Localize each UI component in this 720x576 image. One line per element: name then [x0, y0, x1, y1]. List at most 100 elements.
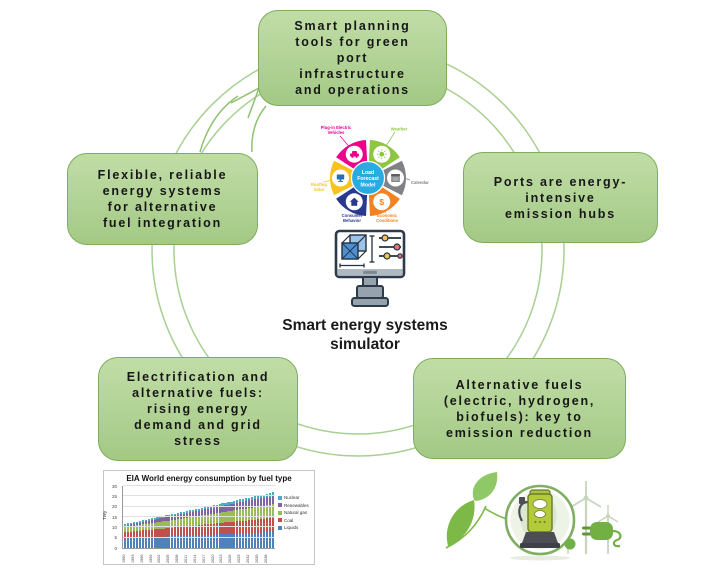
x-tick-label [250, 549, 252, 563]
bar-segment [224, 505, 227, 512]
bar-segment [124, 532, 127, 539]
bar-segment [206, 506, 209, 509]
sliders-icon [379, 234, 403, 260]
bar-segment [218, 523, 221, 535]
x-tick-label [135, 549, 137, 563]
bar-segment [256, 532, 260, 548]
bar-segment [262, 497, 265, 506]
gridline [123, 536, 275, 538]
bar-segment [233, 510, 236, 522]
bar-segment [141, 524, 144, 531]
bar-segment [212, 513, 215, 524]
bar-segment [218, 512, 221, 524]
bar-segment [230, 504, 233, 512]
stacked-bar [230, 501, 233, 548]
bar-segment [124, 527, 127, 533]
bar-segment [156, 517, 159, 520]
bar-segment [245, 508, 248, 521]
bar-segment [259, 495, 263, 499]
stacked-bar [203, 507, 206, 548]
bar-segment [168, 527, 171, 537]
bar-segment [239, 509, 242, 521]
bar-segment [129, 531, 133, 539]
bar-segment [203, 507, 206, 510]
bar-segment [144, 519, 147, 522]
cube-3d-icon [341, 234, 367, 260]
segment-label: Behavior [343, 218, 361, 223]
bar-segment [174, 513, 177, 516]
bar-segment [233, 533, 236, 548]
bar-segment [132, 523, 136, 527]
stacked-bar [126, 523, 130, 548]
stacked-bar [209, 505, 212, 548]
bar-segment [206, 514, 209, 525]
x-tick-label [126, 549, 128, 563]
x-tick-label: 1993 [130, 554, 135, 563]
bar-segment [197, 525, 201, 536]
bar-segment [150, 520, 153, 524]
bar-segment [212, 523, 215, 535]
flow-arrowhead-icon [230, 86, 261, 119]
bar-segment [236, 533, 239, 548]
bar-segment [236, 500, 239, 503]
x-tick-label [259, 549, 261, 563]
stacked-bar [162, 515, 165, 548]
bar-segment [147, 530, 150, 538]
load-model-title-line: Model [361, 182, 377, 188]
bar-segment [147, 519, 150, 521]
stacked-bar [171, 514, 174, 548]
bar-segment [265, 532, 268, 548]
bar-segment [186, 535, 189, 548]
plug-icon [582, 522, 622, 548]
bar-segment [147, 520, 150, 524]
bar-segment [242, 508, 245, 521]
bar-segment [174, 515, 177, 520]
bar-segment [194, 516, 198, 526]
stacked-bar [262, 494, 265, 548]
simulator-caption: Smart energy systems simulator [282, 317, 448, 353]
bar-segment [250, 507, 254, 520]
bar-segment [200, 524, 203, 535]
bar-segment [227, 522, 230, 534]
bar-segment [242, 533, 245, 548]
bar-segment [132, 522, 136, 524]
stacked-bar [265, 493, 268, 548]
bar-segment [271, 492, 274, 496]
box-flexible-energy-systems: Flexible, reliable energy systems for al… [67, 153, 258, 245]
legend-swatch [278, 518, 282, 522]
bar-segment [253, 499, 257, 508]
bar-segment [212, 507, 215, 514]
simulator-monitor-icon [334, 229, 406, 307]
bar-segment [230, 501, 233, 505]
bar-segment [183, 513, 186, 519]
bar-segment [268, 493, 271, 497]
legend-swatch [278, 495, 282, 500]
bar-segment [194, 535, 198, 548]
bar-segment [250, 496, 254, 500]
bar-segment [259, 498, 263, 507]
bar-segment [191, 516, 195, 526]
bar-segment [245, 501, 248, 509]
bar-segment [224, 502, 227, 506]
bar-segment [215, 513, 218, 524]
legend-item: Liquids [278, 525, 314, 530]
bar-segment [141, 520, 144, 522]
bar-segment [200, 534, 203, 548]
legend-label: Natural gas [284, 510, 308, 515]
bar-segment [224, 511, 227, 523]
bar-segment [180, 518, 183, 527]
segment-label: Calendar [411, 180, 429, 185]
bar-segment [200, 507, 203, 510]
legend-item: Natural gas [278, 510, 314, 515]
legend-label: Renewables [284, 502, 309, 508]
bar-segment [197, 510, 201, 516]
bar-segment [124, 524, 127, 526]
bar-segment [271, 517, 274, 532]
bar-segment [126, 523, 130, 525]
bar-segment [200, 515, 203, 525]
green-energy-illustration [445, 472, 622, 561]
bar-segment [138, 530, 141, 538]
stacked-bar [268, 493, 271, 548]
bar-segment [177, 512, 180, 515]
